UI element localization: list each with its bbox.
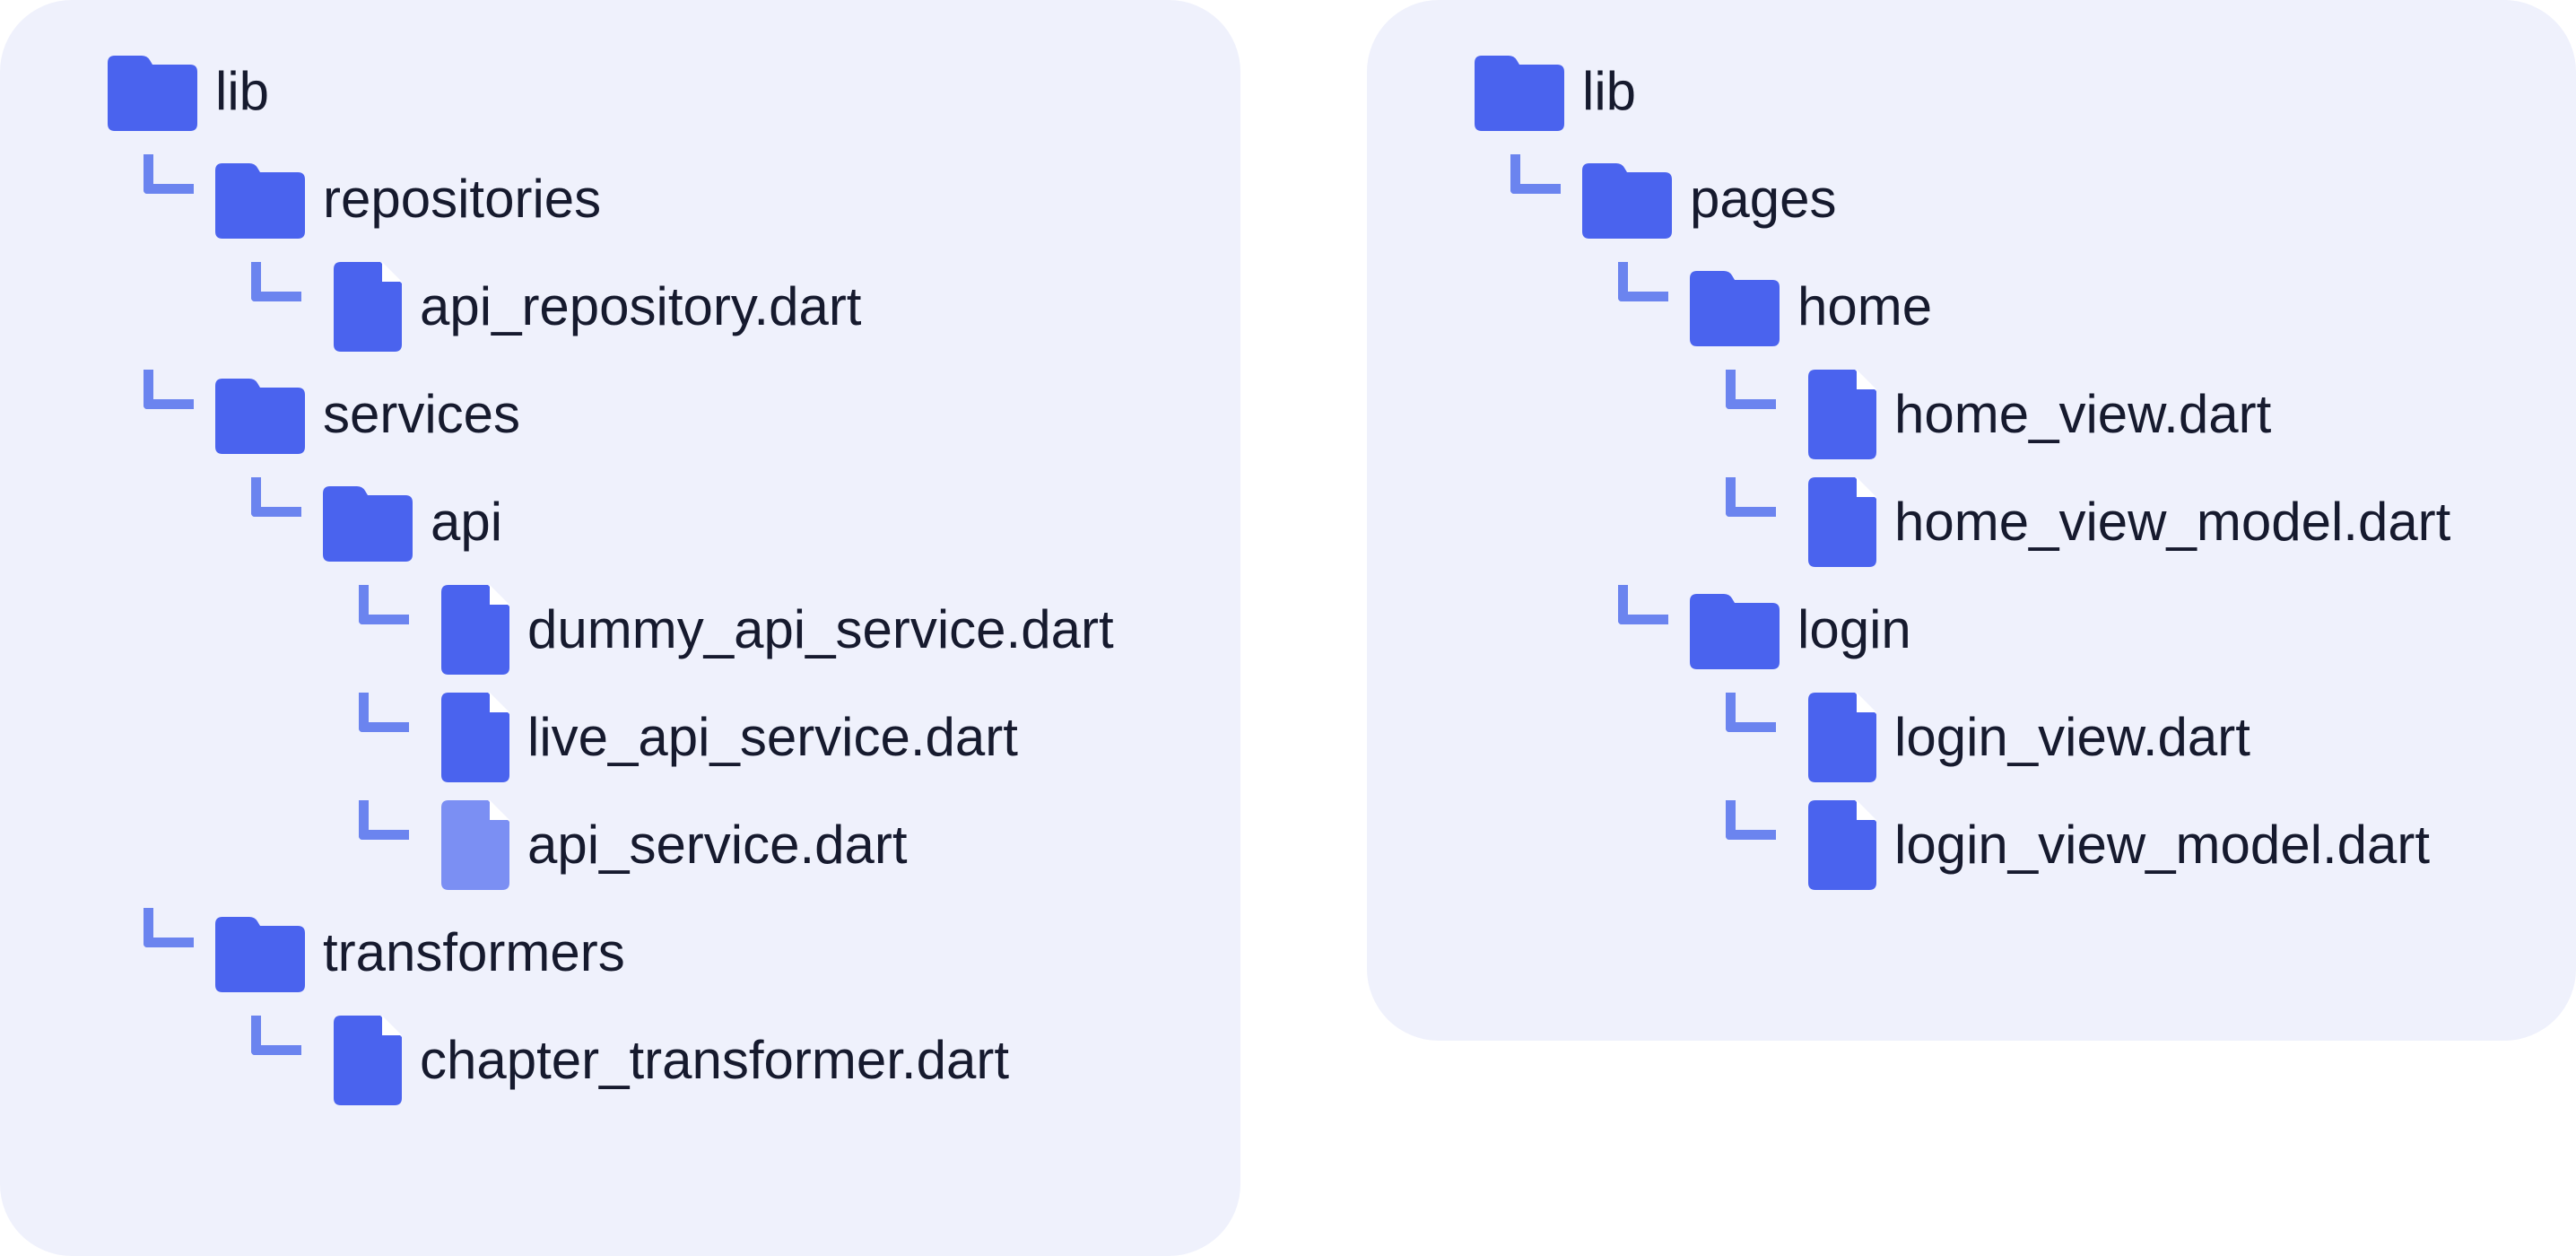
file-row-live-api-service-dart[interactable]: live_api_service.dart — [431, 684, 1018, 791]
folder-icon — [215, 379, 305, 454]
tree-connector — [144, 908, 194, 947]
file-icon — [441, 693, 509, 782]
file-row-api-service-dart[interactable]: api_service.dart — [431, 791, 908, 899]
file-icon — [1808, 693, 1876, 782]
folder-icon — [215, 917, 305, 992]
file-label: live_api_service.dart — [527, 707, 1018, 767]
file-row-login-view-model-dart[interactable]: login_view_model.dart — [1797, 791, 2430, 899]
folder-icon — [1475, 56, 1564, 131]
file-label: dummy_api_service.dart — [527, 599, 1114, 659]
folder-label: pages — [1690, 169, 1837, 229]
tree-connector — [1726, 477, 1776, 517]
folder-icon — [1582, 163, 1672, 239]
folder-label: lib — [1582, 61, 1637, 121]
tree-connector — [144, 154, 194, 194]
tree-connector — [1726, 370, 1776, 409]
file-row-chapter-transformer-dart[interactable]: chapter_transformer.dart — [323, 1007, 1009, 1114]
folder-icon — [323, 486, 413, 562]
file-icon — [441, 800, 509, 890]
file-label: home_view.dart — [1894, 384, 2272, 444]
file-row-login-view-dart[interactable]: login_view.dart — [1797, 684, 2250, 791]
file-row-home-view-model-dart[interactable]: home_view_model.dart — [1797, 468, 2450, 576]
file-label: login_view.dart — [1894, 707, 2250, 767]
file-icon — [334, 1016, 402, 1105]
file-icon — [441, 585, 509, 675]
file-icon — [334, 262, 402, 352]
folder-icon — [1690, 271, 1780, 346]
file-row-api-repository-dart[interactable]: api_repository.dart — [323, 253, 861, 361]
tree-connector — [251, 262, 301, 301]
folder-row-repositories[interactable]: repositories — [215, 145, 601, 253]
tree-connector — [144, 370, 194, 409]
folder-label: login — [1797, 599, 1911, 659]
file-row-dummy-api-service-dart[interactable]: dummy_api_service.dart — [431, 576, 1114, 684]
tree-connector — [1618, 262, 1668, 301]
right-tree-panel: lib pages home home_view.dart home_view_mode… — [1367, 0, 2576, 1041]
folder-label: transformers — [323, 922, 625, 982]
tree-connector — [359, 585, 409, 624]
tree-connector — [251, 1016, 301, 1055]
tree-connector — [1618, 585, 1668, 624]
folder-row-lib[interactable]: lib — [1475, 38, 1636, 145]
file-label: api_repository.dart — [420, 276, 862, 336]
folder-label: repositories — [323, 169, 602, 229]
folder-row-api[interactable]: api — [323, 468, 502, 576]
tree-connector — [1726, 800, 1776, 840]
tree-connector — [1510, 154, 1561, 194]
folder-label: home — [1797, 276, 1933, 336]
file-label: chapter_transformer.dart — [420, 1030, 1009, 1090]
folder-row-login[interactable]: login — [1690, 576, 1911, 684]
tree-connector — [1726, 693, 1776, 732]
tree-connector — [359, 800, 409, 840]
folder-icon — [1690, 594, 1780, 669]
file-label: login_view_model.dart — [1894, 815, 2431, 875]
folder-row-lib[interactable]: lib — [108, 38, 269, 145]
folder-icon — [215, 163, 305, 239]
file-row-home-view-dart[interactable]: home_view.dart — [1797, 361, 2271, 468]
tree-connector — [359, 693, 409, 732]
tree-connector — [251, 477, 301, 517]
folder-label: services — [323, 384, 521, 444]
folder-icon — [108, 56, 197, 131]
file-icon — [1808, 800, 1876, 890]
folder-row-transformers[interactable]: transformers — [215, 899, 625, 1007]
file-icon — [1808, 370, 1876, 459]
folder-row-pages[interactable]: pages — [1582, 145, 1836, 253]
file-label: api_service.dart — [527, 815, 908, 875]
folder-label: api — [431, 492, 503, 552]
file-label: home_view_model.dart — [1894, 492, 2451, 552]
folder-label: lib — [215, 61, 270, 121]
folder-row-services[interactable]: services — [215, 361, 520, 468]
file-icon — [1808, 477, 1876, 567]
folder-row-home[interactable]: home — [1690, 253, 1932, 361]
